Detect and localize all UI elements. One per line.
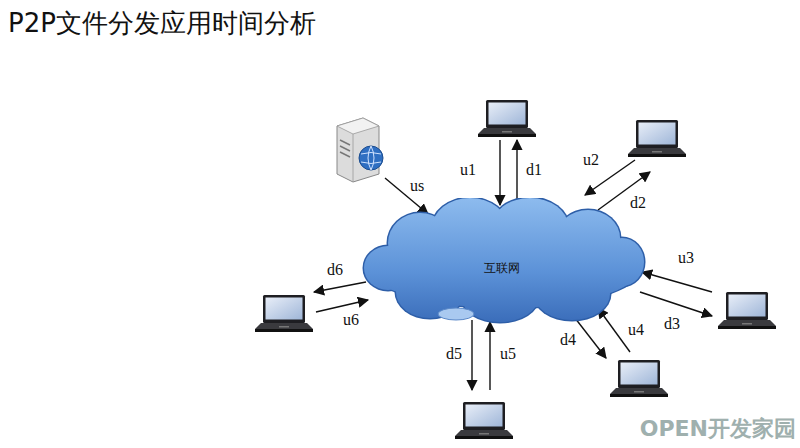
laptop-icon [628, 120, 686, 157]
cloud-label: 互联网 [484, 260, 520, 277]
server-icon [337, 118, 383, 182]
laptop-icon [610, 360, 668, 397]
rate-label: d4 [560, 332, 576, 348]
rate-label: u1 [460, 162, 476, 178]
rate-label: d2 [630, 195, 646, 211]
rate-label: u5 [500, 346, 516, 362]
rate-label: d5 [446, 346, 462, 362]
page-title: P2P文件分发应用时间分析 [8, 6, 316, 41]
rate-label: u4 [628, 322, 644, 338]
laptop-icon [478, 100, 536, 137]
rate-label: u3 [678, 250, 694, 266]
rate-label: u2 [583, 152, 599, 168]
rate-arrows [314, 140, 712, 390]
rate-label: d1 [526, 162, 542, 178]
rate-label: d3 [664, 316, 680, 332]
rate-label: u6 [343, 312, 359, 328]
internet-cloud: 互联网 [360, 198, 650, 332]
rate-label: us [410, 178, 424, 194]
laptop-icon [255, 295, 313, 332]
rate-label: d6 [327, 262, 343, 278]
watermark: OPEN开发家园 [640, 414, 796, 444]
laptop-icon [718, 292, 776, 329]
laptop-icon [455, 402, 513, 439]
